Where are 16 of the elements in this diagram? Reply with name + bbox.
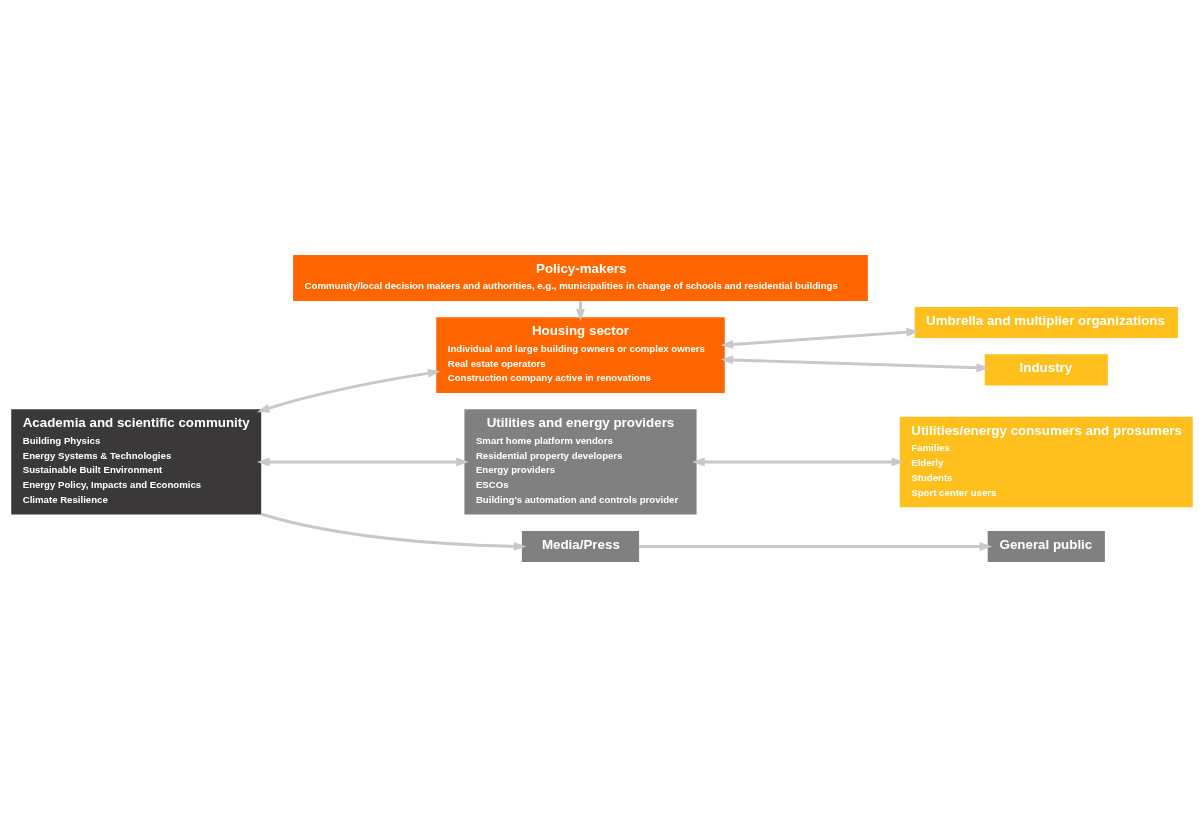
- node-box: Industry: [984, 353, 1108, 385]
- node-box: Media/Press: [521, 530, 640, 562]
- arrow: [639, 541, 993, 551]
- node-box: Utilities and energy providers Smart home platform vendors Residential property developers Energy providers ESCOs Building's automation and controls provider: [464, 408, 697, 515]
- arrow: [720, 355, 990, 372]
- node-box: Policy-makers Community/local decision makers and authorities, e.g., municipalities in change of schools and residential buildings: [293, 254, 868, 301]
- node-box: Umbrella and multiplier organizations: [914, 306, 1178, 338]
- arrow: [692, 456, 905, 466]
- arrow: [256, 368, 441, 412]
- arrow: [720, 327, 919, 349]
- node-box: General public: [987, 530, 1105, 562]
- node-box: Academia and scientific community Building Physics Energy Systems & Technologies Sustainable Built Environment Energy Policy, Impacts and Economics Climate Resilience: [11, 408, 262, 515]
- node-box: Housing sector Individual and large building owners or complex owners Real estate operators Construction company active in renovations: [436, 316, 725, 393]
- arrow: [257, 456, 469, 466]
- arrow: [260, 512, 527, 551]
- node-box: Utilities/energy consumers and prosumers Families Elderly Students Sport center users: [899, 416, 1193, 507]
